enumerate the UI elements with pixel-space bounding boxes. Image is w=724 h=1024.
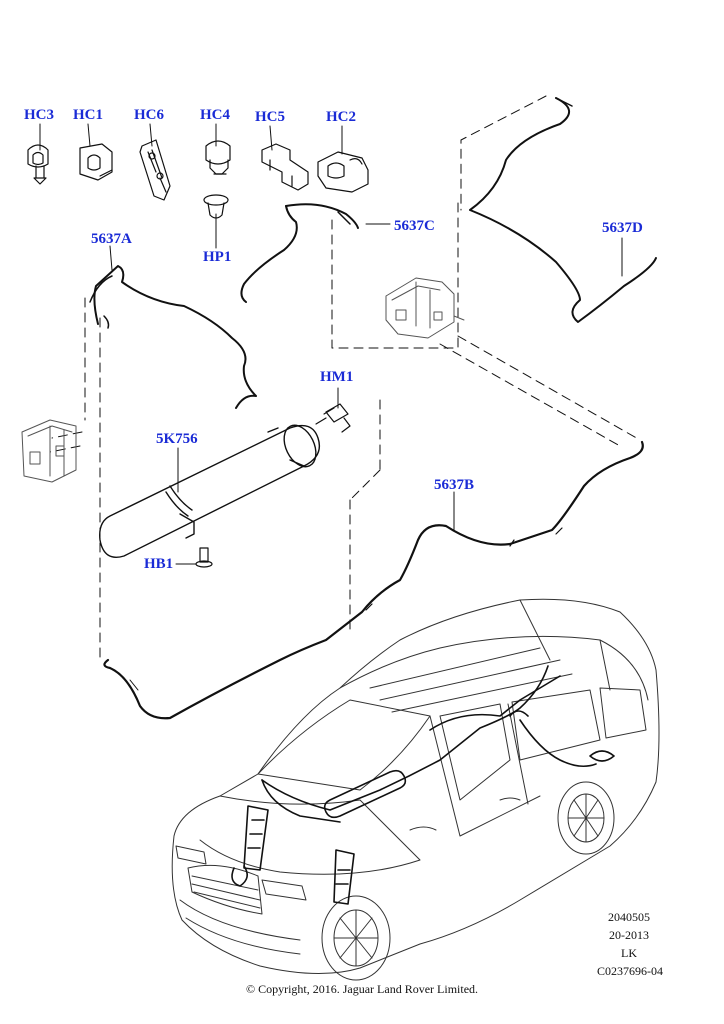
leader-lines [39,123,623,691]
dashed-leader-lines [49,95,641,661]
clip-hc3 [27,144,49,185]
callout-5637c: 5637C [394,218,435,234]
callout-hm1: HM1 [320,369,354,385]
pipe-5637b [103,440,644,720]
callout-hb1: HB1 [144,556,174,572]
ref-illustration-id: C0237696-04 [597,964,663,978]
clip-hc5 [261,143,309,191]
clip-hc4 [205,140,231,175]
clip-hc6 [139,139,171,201]
callout-hc5: HC5 [255,109,285,125]
pipe-5637a [93,265,257,409]
callout-5637a: 5637A [91,231,132,247]
bolt-hb1 [195,547,213,568]
ref-date: 20-2013 [609,928,649,942]
vehicle-outline [171,598,660,981]
callout-hc2: HC2 [326,109,356,125]
callout-hc3: HC3 [24,107,54,123]
ref-number: 2040505 [608,910,650,924]
valve-block-upper [385,277,465,339]
callout-hc4: HC4 [200,107,230,123]
pipe-5637d [469,97,657,323]
pressure-sensor-hm1 [315,403,351,433]
copyright-notice: © Copyright, 2016. Jaguar Land Rover Lim… [245,982,479,996]
callout-hc1: HC1 [73,107,103,123]
callout-5637d: 5637D [602,220,643,236]
air-reservoir-5k756 [99,424,321,558]
vehicle-air-system [231,665,615,905]
clip-hc1 [79,143,113,181]
callout-hp1: HP1 [203,249,232,265]
pipe-5637c [240,205,298,303]
clip-hc2 [317,151,369,193]
valve-block-left [21,419,77,483]
ref-code: LK [621,946,637,960]
callout-5k756: 5K756 [156,431,198,447]
callout-hc6: HC6 [134,107,164,123]
callout-5637b: 5637B [434,477,475,493]
